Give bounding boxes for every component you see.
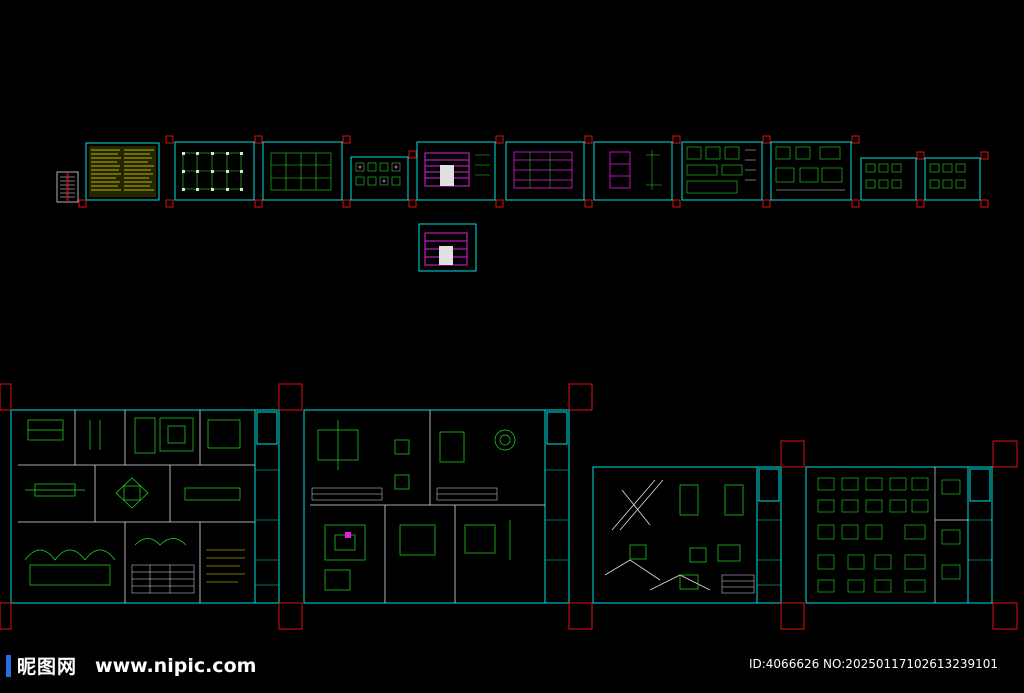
watermark-logo: 昵图网 www.nipic.com xyxy=(6,652,256,679)
watermark-brand: 昵图网 xyxy=(17,656,78,678)
sheet-elevation-thumb[interactable] xyxy=(418,223,477,272)
sheet-floor-plan-magenta[interactable] xyxy=(416,135,504,208)
sheet-node-details-2[interactable] xyxy=(924,151,989,208)
sheet-general-notes[interactable] xyxy=(78,135,174,208)
sheet-beam-details-1[interactable] xyxy=(681,135,771,208)
top-sheet-row xyxy=(56,135,989,272)
sheet-foundation-plan-1[interactable] xyxy=(174,135,263,208)
sheet-node-details-1[interactable] xyxy=(860,151,925,208)
sheet-large-detail-1[interactable] xyxy=(0,383,303,630)
sheet-stair-plan[interactable] xyxy=(593,135,681,208)
sheet-large-detail-2[interactable] xyxy=(303,383,593,630)
sheet-beam-details-2[interactable] xyxy=(770,135,860,208)
sheet-roof-plan[interactable] xyxy=(505,135,593,208)
sheet-column-details[interactable] xyxy=(350,150,417,208)
watermark-id: ID:4066626 NO:20250117102613239101 xyxy=(748,657,998,671)
brand-mark-icon xyxy=(6,654,11,677)
watermark-url: www.nipic.com xyxy=(95,654,257,677)
sheet-legend-thumb[interactable] xyxy=(56,171,79,203)
sheet-large-detail-4[interactable] xyxy=(805,440,1018,630)
sheet-large-detail-3[interactable] xyxy=(592,440,805,630)
sheet-foundation-plan-2[interactable] xyxy=(262,135,351,208)
